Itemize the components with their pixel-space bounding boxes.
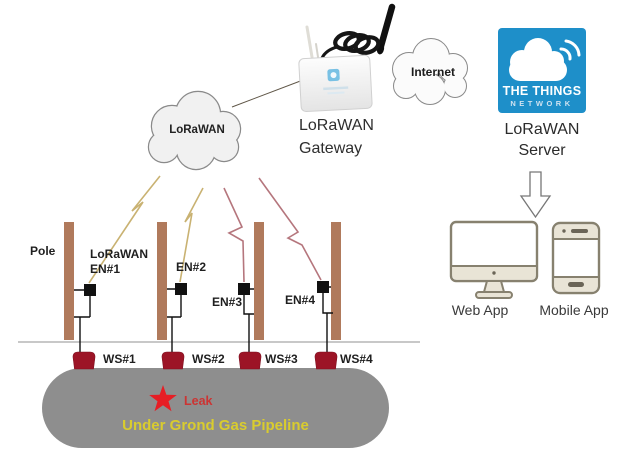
server-label: LoRaWAN Server — [496, 119, 588, 161]
radio-links — [88, 175, 322, 284]
lorawan-cloud-label: LoRaWAN — [169, 124, 225, 136]
gateway-label-line1: LoRaWAN — [299, 117, 374, 134]
server-label-line2: Server — [518, 142, 566, 159]
end-nodes — [84, 281, 329, 296]
sensor-label-ws1: WS#1 — [103, 352, 136, 366]
radio-link-en1-icon — [88, 175, 161, 284]
radio-link-en2-icon — [179, 187, 204, 283]
pole-3 — [254, 222, 264, 340]
sensor-label-ws2: WS#2 — [192, 352, 225, 366]
sensor-label-ws3: WS#3 — [265, 352, 298, 366]
pipeline-label: Under Grond Gas Pipeline — [122, 417, 309, 434]
pole-2 — [157, 222, 167, 340]
sensor-ws2 — [161, 351, 185, 370]
server-label-line1: LoRaWAN — [504, 121, 580, 138]
gateway-antenna-cable-icon — [320, 31, 381, 59]
gateway-label-line2: Gateway — [299, 140, 363, 157]
internet-cloud-label: Internet — [410, 65, 455, 79]
node-label-en3: EN#3 — [212, 295, 243, 309]
down-arrow-icon — [519, 171, 552, 219]
pipeline — [42, 368, 389, 448]
web-app-label: Web App — [451, 302, 509, 318]
node-label-en1: LoRaWAN EN#1 — [90, 247, 148, 277]
mobile-app-label: Mobile App — [539, 302, 609, 318]
leak-star-icon — [149, 385, 177, 412]
node-wires — [74, 286, 333, 353]
cloud-gateway-link — [231, 79, 304, 108]
wire-en4 — [322, 286, 333, 352]
pole-label: Pole — [30, 244, 56, 258]
leak-label: Leak — [184, 394, 213, 408]
gateway-white-antenna-icon — [305, 25, 314, 59]
node-label-en4: EN#4 — [285, 293, 316, 307]
node-label-en1-id: EN#1 — [90, 262, 121, 276]
node-label-en1-prefix: LoRaWAN — [90, 247, 148, 261]
gateway-device-image — [298, 3, 396, 113]
wire-en1 — [74, 289, 91, 353]
things-network-logo: THE THINGS NETWORK — [498, 28, 586, 113]
mobile-app-phone-icon — [551, 221, 601, 295]
radio-link-en4-icon — [258, 177, 322, 281]
ttn-logo-title: THE THINGS — [502, 84, 582, 98]
node-label-en2: EN#2 — [176, 260, 207, 274]
radio-link-en3-icon — [223, 187, 245, 283]
end-node-en4 — [317, 281, 329, 293]
lorawan-cloud-icon — [147, 90, 242, 171]
gateway-white-antenna2-icon — [315, 43, 319, 58]
ws-sensors — [72, 351, 338, 370]
end-node-en2 — [175, 283, 187, 295]
pole-1 — [64, 222, 74, 340]
wire-en3 — [243, 288, 254, 353]
end-node-en1 — [84, 284, 96, 296]
sensor-ws1 — [72, 351, 96, 370]
gateway-label: LoRaWAN Gateway — [299, 114, 374, 160]
poles — [64, 222, 341, 340]
sensor-ws3 — [238, 351, 262, 370]
pole-4 — [331, 222, 341, 340]
gateway-box — [298, 54, 373, 113]
sensor-label-ws4: WS#4 — [340, 352, 373, 366]
internet-cloud-icon — [392, 38, 468, 105]
end-node-en3 — [238, 283, 250, 295]
sensor-ws4 — [314, 351, 338, 370]
web-app-monitor-icon — [449, 220, 539, 299]
wire-en2 — [167, 288, 182, 353]
ttn-cloud-icon — [509, 38, 581, 81]
ttn-logo-subtitle: NETWORK — [510, 99, 574, 108]
